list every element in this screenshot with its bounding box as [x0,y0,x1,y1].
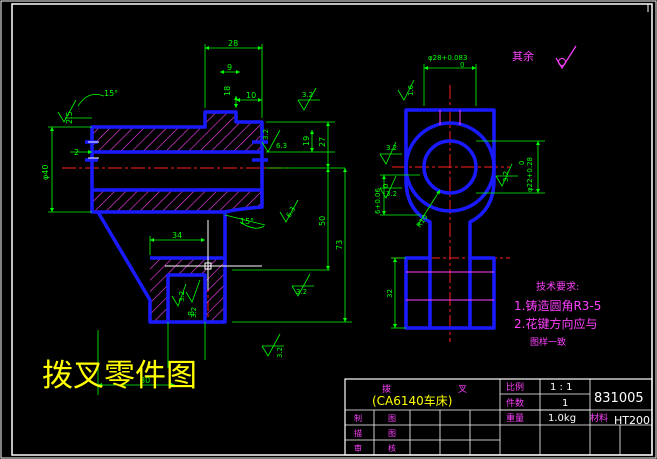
dim-height-fifty: 50 [318,216,327,226]
bore-outline [90,150,264,192]
roughness-side-4: 3.2 [502,171,510,182]
dim-fork-thirtyfour: 34 [172,231,182,240]
side-bore-circle [422,139,478,195]
lower-hub-outline [90,190,264,214]
dim-tooth-width: 9 [227,63,232,72]
label-scale: 比例 [506,381,524,393]
dim-height-twentyseven: 27 [318,137,327,147]
dim-height-seventythree: 73 [335,240,344,250]
label-material: 材料 [590,412,608,424]
upper-hub-outline [90,110,264,152]
fork-arm-outline [96,211,227,324]
row-drawn-3: 描 [354,428,362,438]
roughness-front-2: 3.2 [262,129,270,140]
dim-height-nineteen: 19 [302,136,311,146]
roughness-side-1: 1.6 [407,84,415,96]
dim-left-small: 2.5 [65,111,74,124]
tech-item-2: 2.花键方向应与 [514,316,597,331]
dim-top-bore: φ28+0.083 [428,54,467,62]
dim-bottom-eighty: 80 [140,376,150,385]
row-check-1: 审 [354,443,362,453]
value-material: HT200 [614,414,650,427]
front-view: 28 9 18 10 15° 2.5 2 φ40 27 19 50 73 34 … [41,39,352,395]
value-count: 1 [562,398,568,409]
row-check-2: 核 [388,443,396,453]
value-weight: 1.0kg [548,413,576,424]
roughness-symbols-front [57,87,320,357]
roughness-front-7: 3.2 [276,347,284,358]
dim-lower-angle: 15° [240,217,254,226]
title-block: 拨 叉 (CA6140车床) 比例 1 : 1 件数 1 重量 1.0kg 材料… [344,378,653,456]
drawing-title: 拨叉零件图 [42,358,197,394]
dim-bottom-thirtytwo: 32 [386,289,394,298]
roughness-symbols-side [379,79,518,199]
roughness-front-4: 6.3 [285,205,297,219]
part-name-2: 叉 [458,384,467,395]
row-drawn-4: 图 [388,429,396,438]
drawing-number: 831005 [594,391,644,406]
machine-name: (CA6140车床) [372,393,453,408]
tech-item-3: 图样一致 [530,336,566,348]
dim-left-fit-lower: 0 [382,184,390,188]
roughness-front-6: 3.2 [178,291,186,302]
dim-top-width: 28 [228,39,238,48]
row-drawn-1: 制 [354,413,362,423]
side-boss-circle [404,121,496,213]
tech-item-1: 1.铸造圆角R3-5 [514,298,601,313]
dim-top-bore-lower: 0 [460,61,464,69]
upper-hub-section [92,112,262,152]
dim-groove-ten: 10 [246,91,256,100]
side-view: φ28+0.083 0 φ22+0.28 0 6+0.06 0 R10 32 1… [374,54,545,342]
dim-right-bore: φ22+0.28 [526,157,534,192]
roughness-front-3: 6.3 [276,142,287,150]
rest-roughness-note: 其余 [512,45,577,70]
roughness-front-8: 3.2 [190,307,198,318]
roughness-side-2: 3.2 [386,144,397,152]
dim-left-fit: 6+0.06 [374,188,382,214]
dim-left-two: 2 [74,148,79,157]
value-scale: 1 : 1 [550,382,572,393]
dim-fork-eight: 8 [187,311,196,316]
label-count: 件数 [506,397,524,409]
dim-chamfer-angle: 15° [104,89,118,98]
rest-roughness-icon [555,45,577,70]
rest-note-text: 其余 [512,49,534,63]
dim-right-bore-lower: 0 [518,161,526,165]
row-drawn-2: 图 [388,414,396,423]
dim-upper-small: 18 [223,86,232,96]
tech-heading: 技术要求: [536,280,579,293]
crosshair-cursor [165,220,262,290]
roughness-front-5: 3.2 [296,288,307,296]
roughness-front-1: 3.2 [302,91,313,99]
lower-hub-section [92,190,262,212]
roughness-side-3: 3.2 [386,190,397,198]
side-body-outline [404,108,496,330]
tech-requirements: 技术要求: 1.铸造圆角R3-5 2.花键方向应与 图样一致 [514,280,601,348]
side-lower-slot [428,258,472,328]
label-weight: 重量 [506,412,524,424]
part-name-1: 拨 [382,383,391,395]
dim-dia-forty: φ40 [41,165,50,180]
